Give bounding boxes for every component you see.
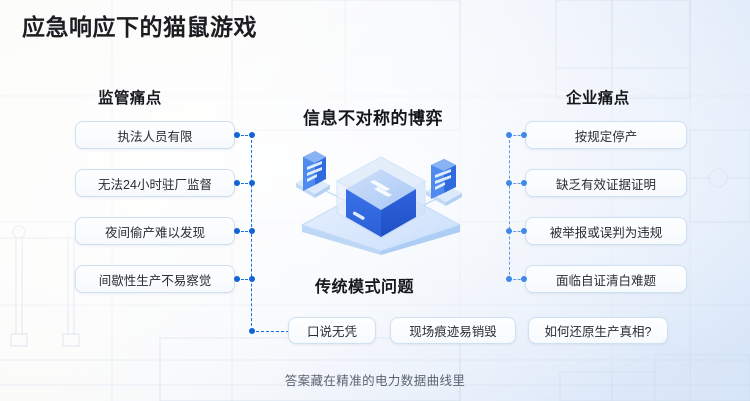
- bottom-item-label: 口说无凭: [306, 325, 357, 339]
- left-connector-3: [237, 231, 252, 232]
- page-title: 应急响应下的猫鼠游戏: [22, 14, 257, 40]
- list-item[interactable]: 执法人员有限: [75, 121, 235, 149]
- list-item[interactable]: 面临自证清白难题: [525, 265, 687, 293]
- right-item-label: 按规定停产: [574, 129, 638, 144]
- bottom-item-label: 如何还原生产真相?: [544, 325, 652, 339]
- right-column-heading: 企业痛点: [566, 90, 630, 107]
- bottom-item-label: 现场痕迹易销毁: [409, 325, 497, 339]
- right-connector-4: [509, 279, 525, 280]
- left-item-label: 间歇性生产不易察觉: [98, 273, 212, 288]
- list-item[interactable]: 无法24小时驻厂监督: [75, 169, 235, 197]
- connector-dot: [234, 180, 240, 186]
- connector-dot: [249, 228, 255, 234]
- footer-caption: 答案藏在精准的电力数据曲线里: [284, 374, 466, 388]
- connector-dot: [249, 328, 255, 334]
- right-connector-3: [509, 231, 525, 232]
- left-column-heading: 监管痛点: [98, 90, 162, 107]
- list-item[interactable]: 被举报或误判为违规: [525, 217, 687, 245]
- connector-dot: [234, 132, 240, 138]
- left-item-label: 执法人员有限: [117, 129, 193, 144]
- connector-dot: [521, 132, 527, 138]
- left-connector-4: [237, 279, 252, 280]
- connector-dot: [234, 276, 240, 282]
- list-item[interactable]: 口说无凭: [288, 317, 376, 344]
- list-item[interactable]: 夜间偷产难以发现: [75, 217, 235, 245]
- right-item-label: 被举报或误判为违规: [549, 225, 663, 240]
- connector-dot: [249, 180, 255, 186]
- connector-dot: [521, 276, 527, 282]
- left-connector-bottom: [251, 331, 289, 332]
- right-item-label: 面临自证清白难题: [555, 273, 656, 288]
- bottom-section-heading: 传统模式问题: [315, 279, 415, 296]
- list-item[interactable]: 间歇性生产不易察觉: [75, 265, 235, 293]
- right-document-node: [426, 159, 462, 206]
- right-connector-2: [509, 183, 525, 184]
- right-connector-1: [509, 135, 525, 136]
- list-item[interactable]: 如何还原生产真相?: [528, 317, 668, 344]
- list-item[interactable]: 现场痕迹易销毁: [390, 317, 516, 344]
- right-connector-spine: [509, 135, 510, 280]
- connector-dot: [249, 276, 255, 282]
- left-connector-1: [237, 135, 252, 136]
- inner-server-box: [346, 169, 416, 237]
- connector-dot: [521, 228, 527, 234]
- list-item[interactable]: 缺乏有效证据证明: [525, 169, 687, 197]
- connector-dot: [249, 132, 255, 138]
- connector-dot: [521, 180, 527, 186]
- left-connector-2: [237, 183, 252, 184]
- left-document-node: [296, 151, 330, 198]
- left-item-label: 夜间偷产难以发现: [104, 225, 205, 240]
- connector-dot: [506, 228, 512, 234]
- list-item[interactable]: 按规定停产: [525, 121, 687, 149]
- connector-dot: [506, 180, 512, 186]
- connector-dot: [506, 132, 512, 138]
- center-heading: 信息不对称的博弈: [303, 109, 443, 128]
- right-item-label: 缺乏有效证据证明: [555, 177, 656, 192]
- isometric-server-box-illustration: [286, 133, 476, 255]
- left-item-label: 无法24小时驻厂监督: [98, 177, 212, 192]
- connector-dot: [234, 228, 240, 234]
- connector-dot: [506, 276, 512, 282]
